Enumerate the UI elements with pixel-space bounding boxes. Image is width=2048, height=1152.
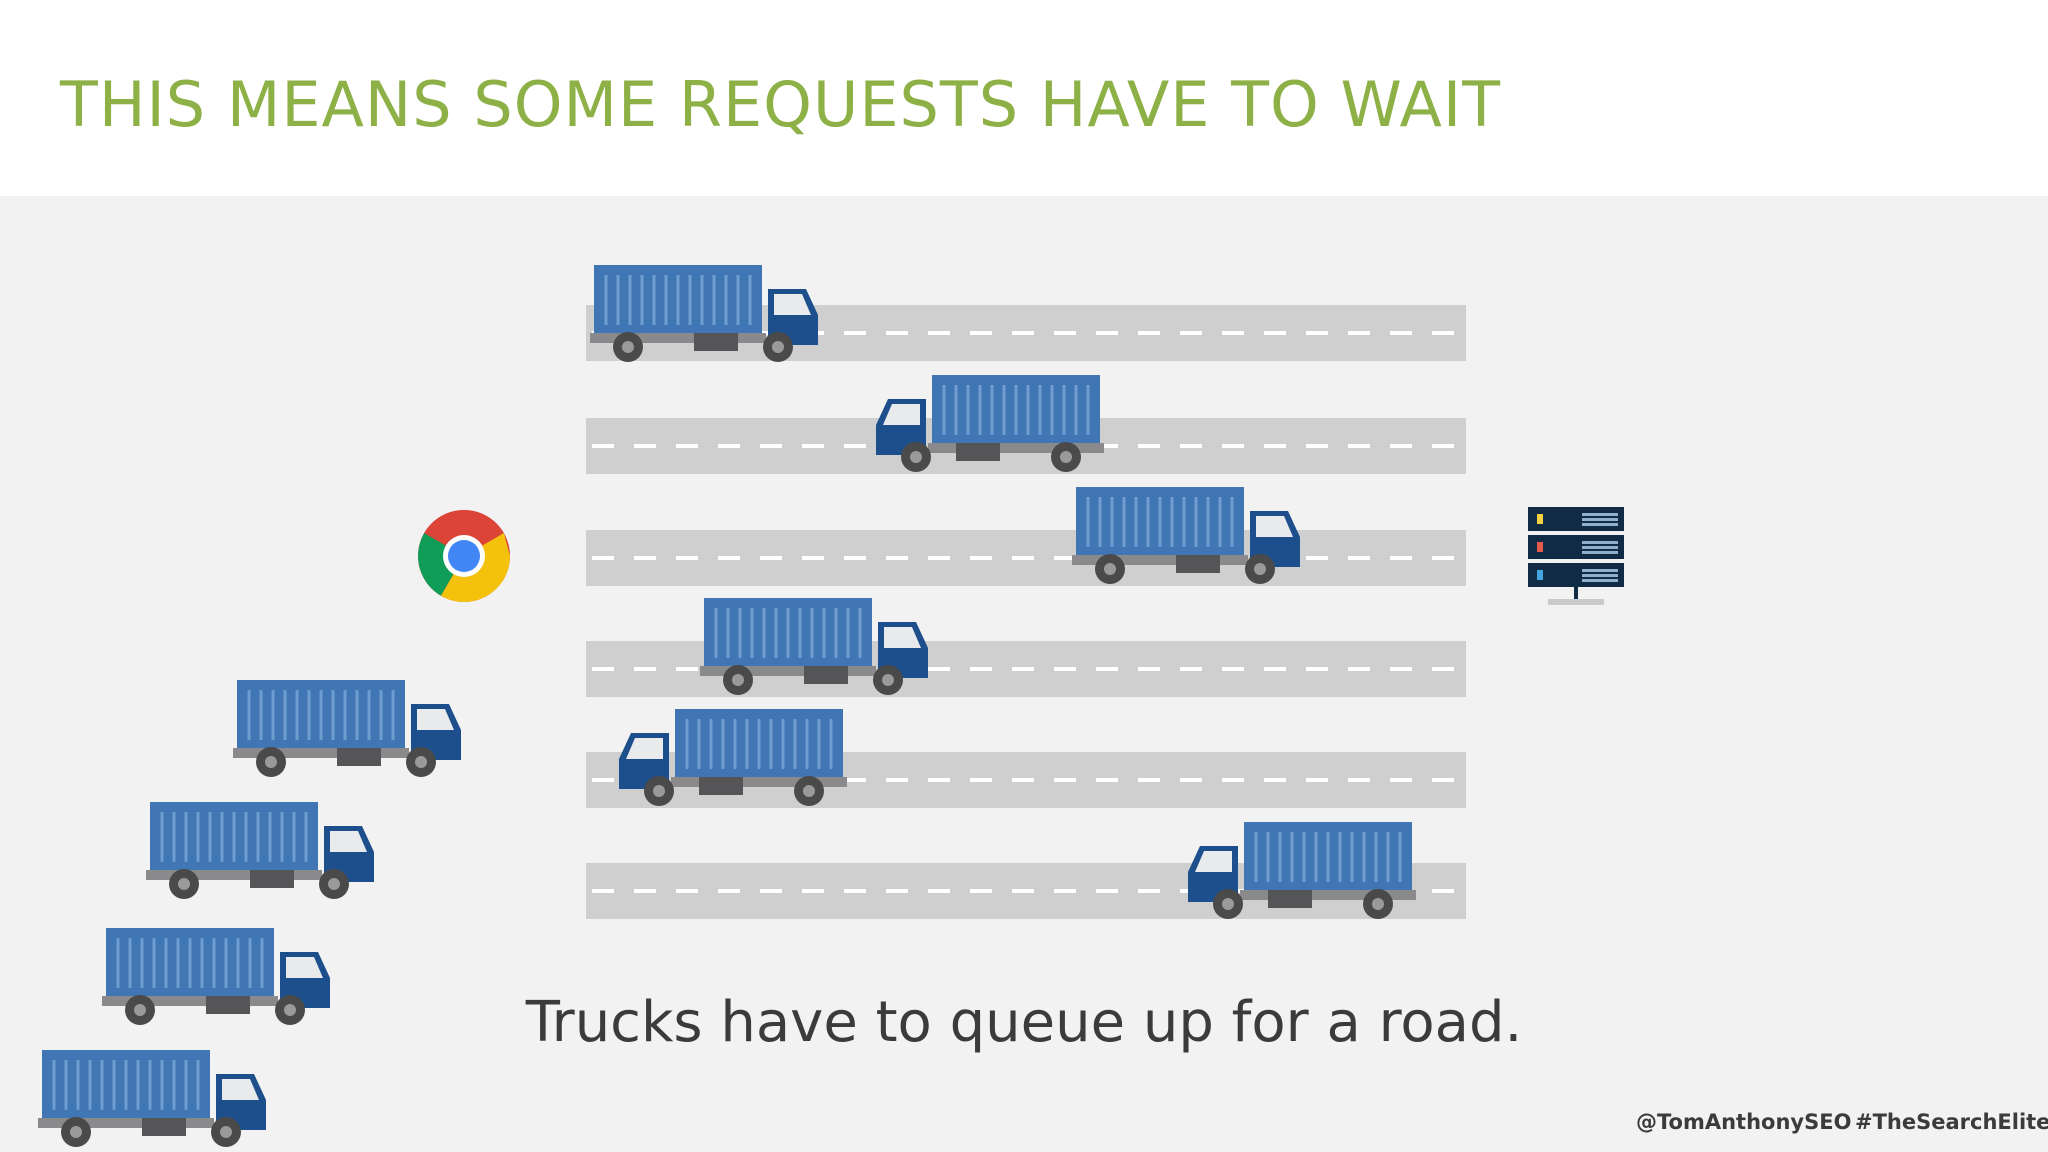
waiting-truck-truck-icon xyxy=(144,800,376,901)
truck-on-road-truck-icon xyxy=(876,375,1104,472)
footer-twitter-handle: @TomAnthonySEO xyxy=(1636,1110,1852,1134)
server-rack-icon xyxy=(1528,507,1624,605)
truck-on-road-truck-icon xyxy=(619,709,847,806)
chrome-browser-icon xyxy=(418,510,510,602)
waiting-truck-truck-icon xyxy=(36,1048,268,1149)
truck-on-road-truck-icon xyxy=(698,596,930,697)
slide-header: THIS MEANS SOME REQUESTS HAVE TO WAIT xyxy=(0,0,2048,196)
slide-caption: Trucks have to queue up for a road. xyxy=(525,990,1523,1055)
slide-title: THIS MEANS SOME REQUESTS HAVE TO WAIT xyxy=(60,68,1502,141)
truck-on-road-truck-icon xyxy=(588,263,820,364)
truck-on-road-truck-icon xyxy=(1070,485,1302,586)
waiting-truck-truck-icon xyxy=(231,678,463,779)
truck-on-road-truck-icon xyxy=(1188,822,1416,919)
footer-hashtag: #TheSearchElite xyxy=(1855,1110,2048,1134)
road-lane xyxy=(586,530,1466,586)
